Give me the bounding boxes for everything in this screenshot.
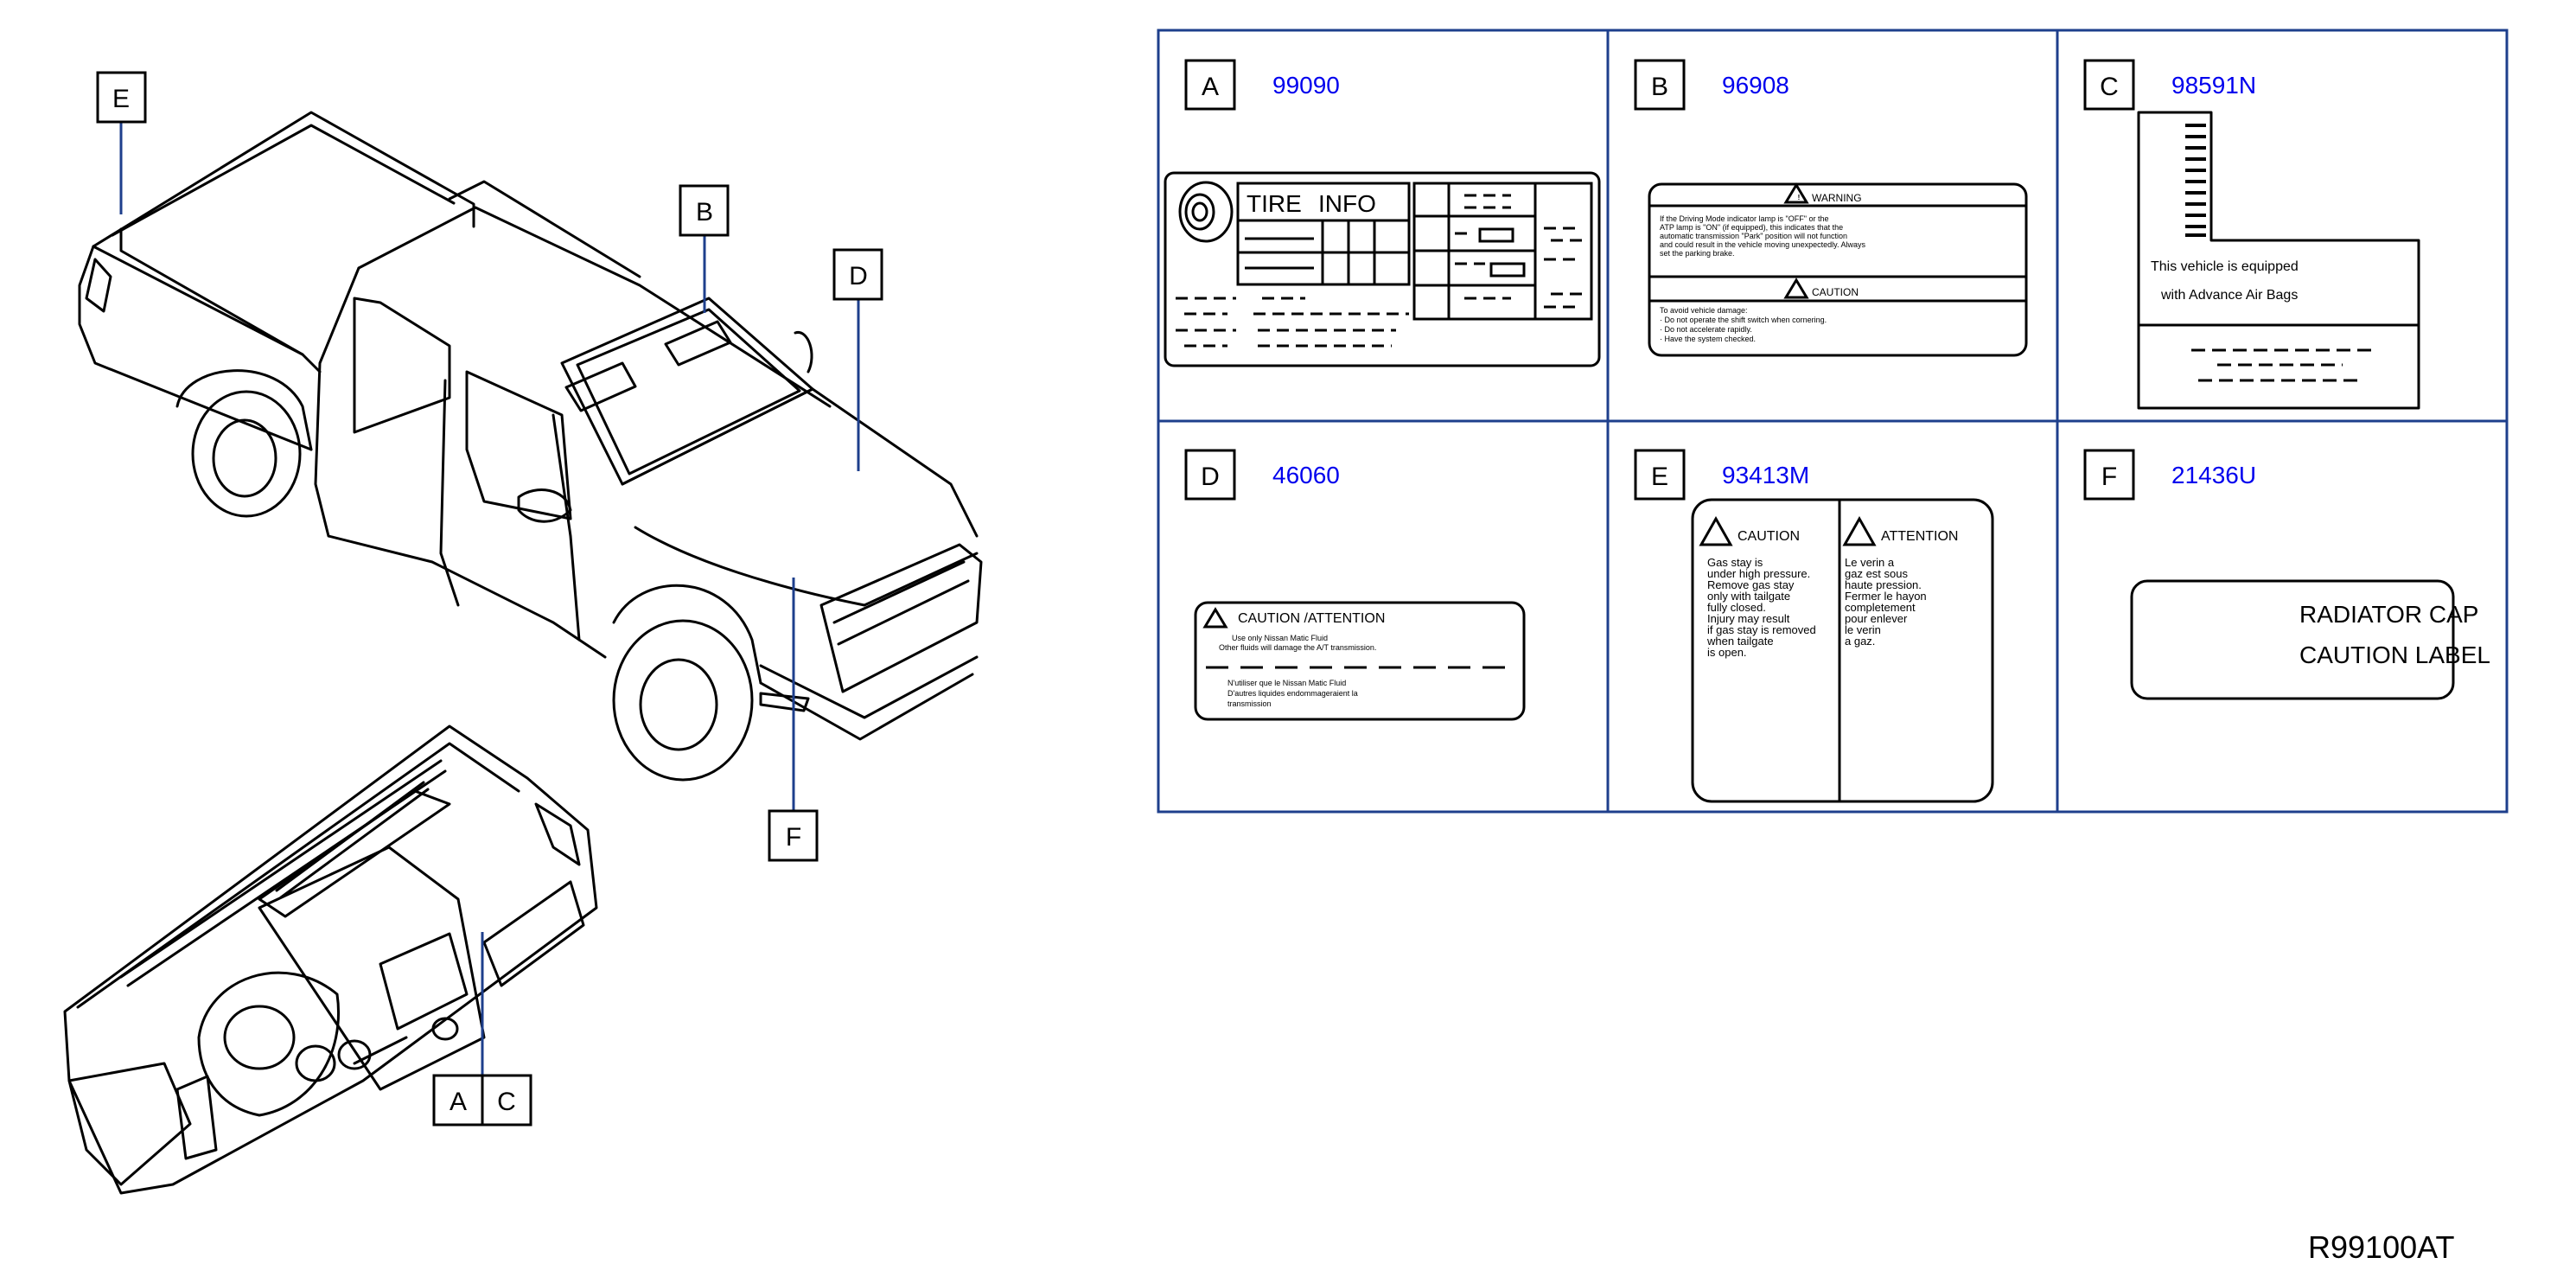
svg-text:set the parking brake.: set the parking brake. xyxy=(1660,249,1735,258)
panel-header-b: B 96908 xyxy=(1634,59,1789,111)
callout-a-c: A C xyxy=(432,1074,532,1127)
svg-text:haute pression.: haute pression. xyxy=(1845,578,1922,591)
svg-text:· Have the system checked.: · Have the system checked. xyxy=(1660,335,1756,343)
svg-text:under high pressure.: under high pressure. xyxy=(1707,567,1810,580)
airbag-line-1: This vehicle is equipped xyxy=(2151,259,2299,274)
svg-text:ATP lamp is "ON" (if equipped): ATP lamp is "ON" (if equipped), this ind… xyxy=(1660,223,1843,232)
dashboard-illustration xyxy=(63,724,598,1195)
svg-text:E: E xyxy=(112,85,130,113)
panel-header-e: E 93413M xyxy=(1634,449,1809,501)
airbag-line-2: with Advance Air Bags xyxy=(2160,288,2298,303)
radiator-line-1: RADIATOR CAP xyxy=(2299,601,2478,628)
leader-lines xyxy=(119,123,860,1076)
svg-text:A: A xyxy=(1202,73,1219,101)
svg-text:· Do not accelerate rapidly.: · Do not accelerate rapidly. xyxy=(1660,325,1752,334)
warning-label: ! WARNING If the Driving Mode indicator … xyxy=(1648,182,2028,357)
tire-info-title-2: INFO xyxy=(1318,190,1376,217)
panel-header-f: F 21436U xyxy=(2083,449,2256,501)
svg-text:and could result in the vehicl: and could result in the vehicle moving u… xyxy=(1660,240,1865,249)
radiator-line-2: CAUTION LABEL xyxy=(2299,642,2490,668)
svg-text:if gas stay is removed: if gas stay is removed xyxy=(1707,623,1816,636)
svg-text:If the Driving Mode indicator: If the Driving Mode indicator lamp is "O… xyxy=(1660,214,1828,223)
svg-text:A: A xyxy=(450,1088,467,1116)
svg-text:D'autres liquides endommagerai: D'autres liquides endommageraient la xyxy=(1227,689,1358,698)
warning-triangle-icon xyxy=(1783,182,1809,204)
callout-e: E xyxy=(96,71,147,124)
svg-text:automatic transmission "Park": automatic transmission "Park" position w… xyxy=(1660,232,1847,240)
svg-text:Gas stay is: Gas stay is xyxy=(1707,556,1763,569)
callout-f: F xyxy=(768,809,819,862)
panel-header-d: D 46060 xyxy=(1184,449,1340,501)
svg-text:D: D xyxy=(1201,463,1220,491)
svg-text:Remove gas stay: Remove gas stay xyxy=(1707,578,1795,591)
svg-text:· Do not operate the shift swi: · Do not operate the shift switch when c… xyxy=(1660,316,1827,324)
svg-text:D: D xyxy=(849,262,868,290)
part-number-d: 46060 xyxy=(1272,462,1340,488)
svg-text:C: C xyxy=(497,1088,516,1116)
svg-text:B: B xyxy=(1651,73,1668,101)
gas-stay-attention: ATTENTION xyxy=(1881,529,1958,544)
diagram-reference: R99100AT xyxy=(2308,1229,2454,1265)
svg-text:pour enlever: pour enlever xyxy=(1845,612,1908,625)
svg-text:Other fluids will damage the A: Other fluids will damage the A/T transmi… xyxy=(1219,643,1376,652)
attention-triangle-icon xyxy=(1842,515,1877,546)
callout-d: D xyxy=(832,248,883,301)
svg-text:fully closed.: fully closed. xyxy=(1707,601,1766,614)
tire-info-title-1: TIRE xyxy=(1247,190,1302,217)
warning-heading: WARNING xyxy=(1812,192,1862,204)
panel-header-c: C 98591N xyxy=(2083,59,2256,111)
tire-info-label xyxy=(1164,171,1601,367)
svg-text:E: E xyxy=(1651,463,1668,491)
caution-triangle-icon xyxy=(1202,607,1228,629)
part-number-e: 93413M xyxy=(1722,462,1809,488)
panel-header-a: A 99090 xyxy=(1184,59,1340,111)
part-number-f: 21436U xyxy=(2171,462,2256,488)
tire-icon xyxy=(1178,181,1234,243)
svg-text:a gaz.: a gaz. xyxy=(1845,635,1875,648)
barcode xyxy=(2185,124,2206,237)
svg-text:when tailgate: when tailgate xyxy=(1706,635,1774,648)
airbag-label: This vehicle is equipped with Advance Ai… xyxy=(2137,111,2420,410)
svg-text:gaz est sous: gaz est sous xyxy=(1845,567,1908,580)
label-grid xyxy=(1157,29,2509,814)
svg-text:N'utiliser que le Nissan Matic: N'utiliser que le Nissan Matic Fluid xyxy=(1227,679,1346,687)
svg-text:F: F xyxy=(2101,463,2117,491)
at-fluid-label: CAUTION /ATTENTION Use only Nissan Matic… xyxy=(1194,601,1526,721)
pickup-truck-illustration xyxy=(78,111,983,782)
caution-heading: CAUTION xyxy=(1812,286,1859,298)
svg-text:C: C xyxy=(2100,73,2119,101)
part-number-b: 96908 xyxy=(1722,72,1789,99)
svg-text:!: ! xyxy=(1798,194,1801,201)
caution-triangle-icon xyxy=(1699,515,1733,546)
svg-text:Injury may result: Injury may result xyxy=(1707,612,1790,625)
gas-stay-caution: CAUTION xyxy=(1738,529,1800,544)
svg-text:Le verin a: Le verin a xyxy=(1845,556,1895,569)
part-number-a: 99090 xyxy=(1272,72,1340,99)
svg-text:transmission: transmission xyxy=(1227,699,1272,708)
svg-text:To avoid vehicle damage:: To avoid vehicle damage: xyxy=(1660,306,1748,315)
part-number-c: 98591N xyxy=(2171,72,2256,99)
at-fluid-heading: CAUTION /ATTENTION xyxy=(1238,611,1385,626)
radiator-cap-label: RADIATOR CAP CAUTION LABEL xyxy=(2130,579,2490,700)
svg-text:le verin: le verin xyxy=(1845,623,1881,636)
svg-text:only with tailgate: only with tailgate xyxy=(1707,590,1790,603)
callout-b: B xyxy=(679,184,730,237)
caution-triangle-icon xyxy=(1783,278,1809,299)
svg-text:Use only Nissan Matic Fluid: Use only Nissan Matic Fluid xyxy=(1232,634,1328,642)
svg-text:is open.: is open. xyxy=(1707,646,1747,659)
svg-text:completement: completement xyxy=(1845,601,1916,614)
gas-stay-label: CAUTION ATTENTION Gas stay is under high… xyxy=(1691,498,1994,803)
svg-text:B: B xyxy=(696,198,713,227)
svg-text:Fermer le hayon: Fermer le hayon xyxy=(1845,590,1927,603)
svg-text:F: F xyxy=(786,823,801,852)
